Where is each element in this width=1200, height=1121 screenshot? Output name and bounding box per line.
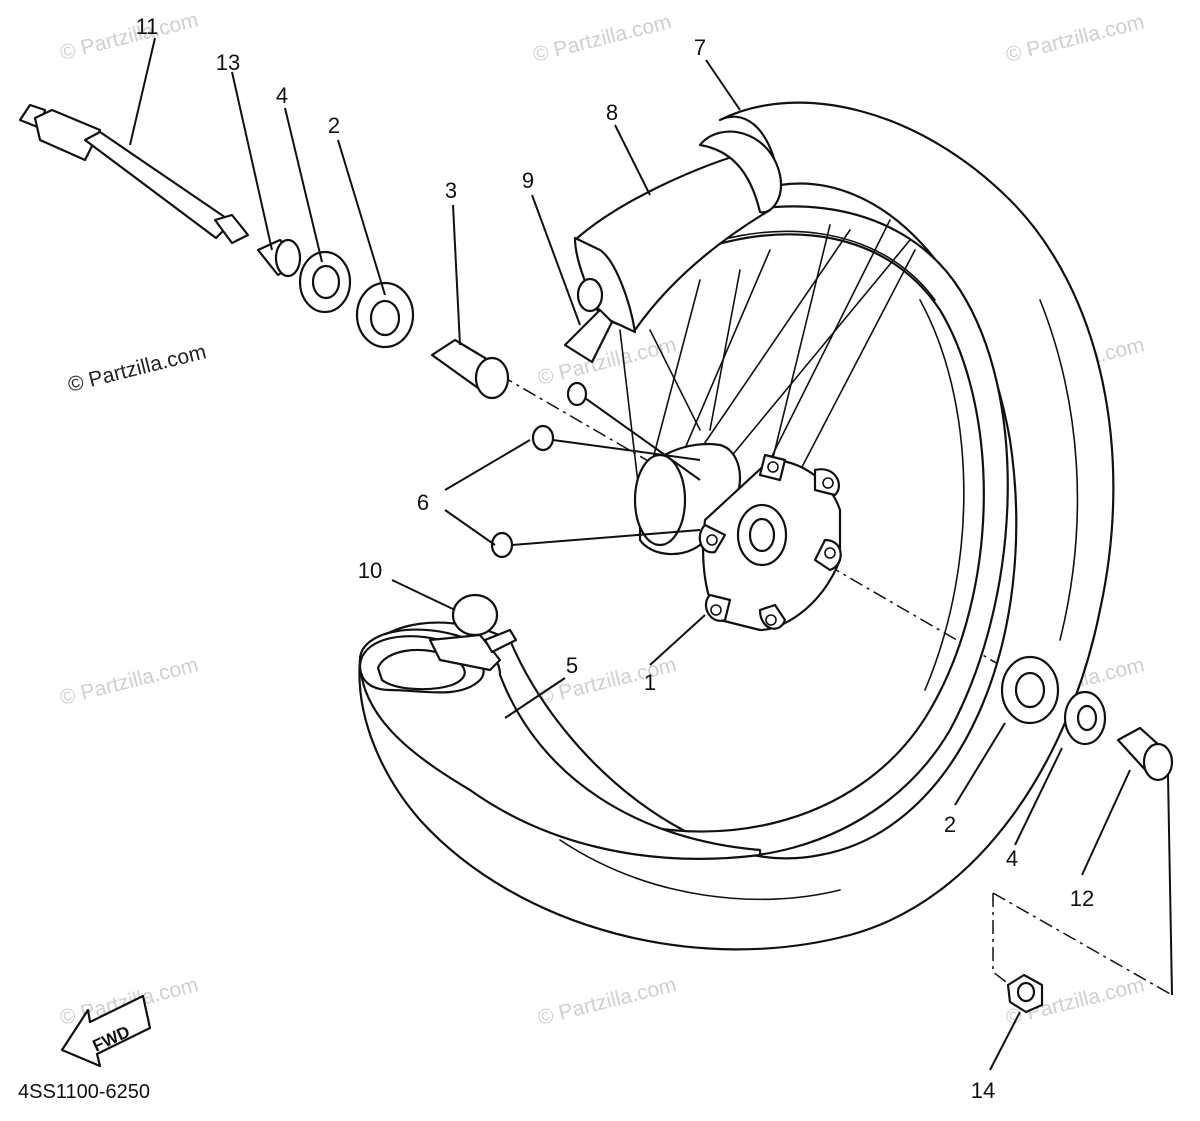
fwd-arrow-icon: FWD [60,994,152,1068]
rim-band [573,130,783,334]
watermark-visible: © Partzilla.com [66,340,209,397]
leader-lines [129,37,1131,1071]
watermark: © Partzilla.com [536,973,679,1030]
callout-6: 6 [417,490,429,515]
bearing-left [355,281,415,349]
spokes [619,219,916,501]
watermark: © Partzilla.com [58,653,201,710]
axle [18,103,250,245]
callouts: 11 13 4 2 3 9 8 7 6 10 5 1 2 4 12 14 [136,14,1095,1103]
collar-12 [1116,726,1174,782]
callout-4: 4 [1006,846,1018,871]
callout-9: 9 [522,168,534,193]
callout-4: 4 [276,83,288,108]
bolts [490,381,701,559]
watermark: © Partzilla.com [531,10,674,67]
bearing-right [1000,655,1060,725]
callout-8: 8 [606,100,618,125]
tire [358,101,1115,951]
callout-14: 14 [971,1078,995,1103]
callout-12: 12 [1070,886,1094,911]
callout-11: 11 [136,14,159,39]
tube-valve [428,593,518,672]
callout-3: 3 [445,178,457,203]
axle-end-line [1167,774,1173,996]
diagram-code: 4SS1100-6250 [18,1081,150,1103]
watermark: © Partzilla.com [58,8,201,65]
callout-5: 5 [566,653,578,678]
watermark: © Partzilla.com [536,653,679,710]
axle-nut [1006,973,1044,1014]
hub [633,443,842,632]
rim-valve [563,277,614,364]
watermark: © Partzilla.com [536,333,679,390]
collar-13 [256,238,302,278]
callout-1: 1 [644,670,656,695]
nut-guide-line [992,892,1173,996]
oil-seal-right [1063,690,1107,746]
oil-seal-left [298,250,352,314]
callout-10: 10 [358,558,382,583]
spacer [430,338,510,400]
callout-7: 7 [694,35,706,60]
watermark: © Partzilla.com [1004,10,1147,67]
callout-13: 13 [216,50,240,75]
callout-2: 2 [328,113,340,138]
callout-2: 2 [944,812,956,837]
